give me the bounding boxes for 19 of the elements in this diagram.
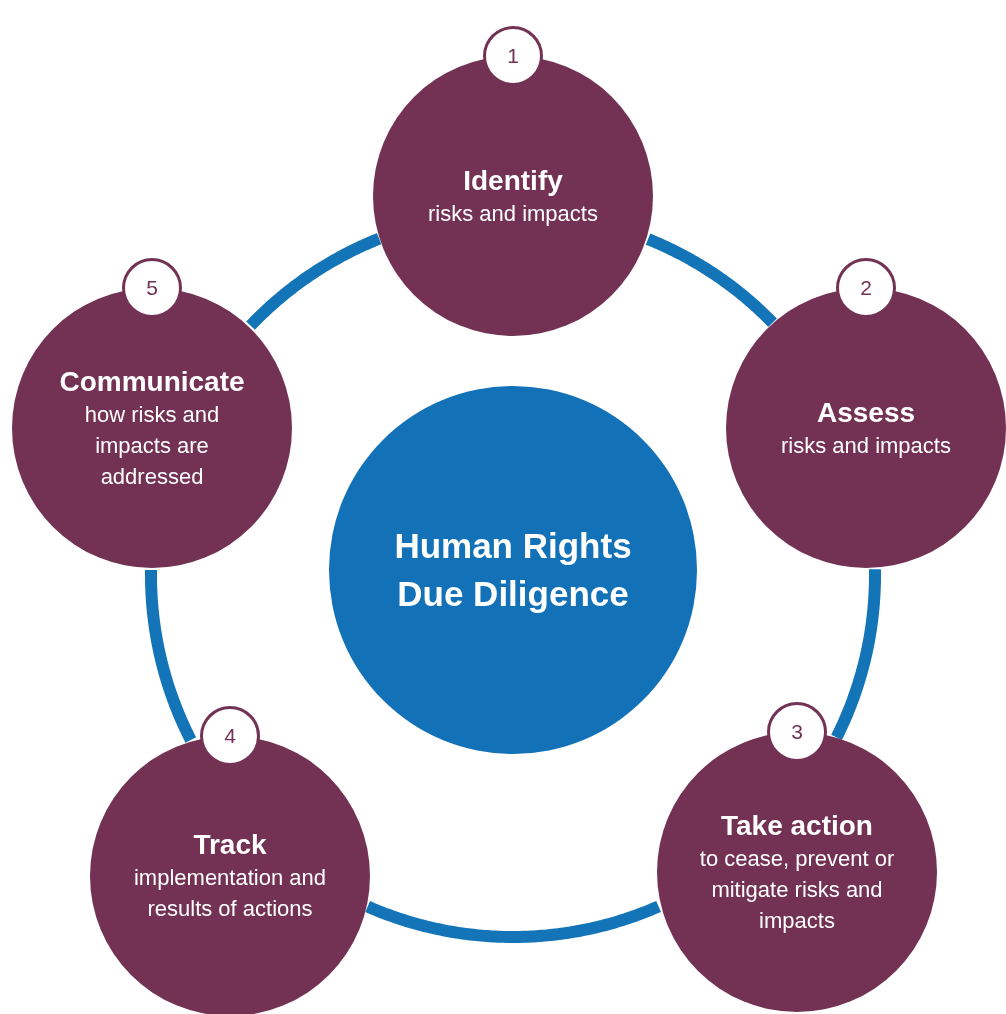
step-number: 3 <box>767 702 827 762</box>
step-title: Assess <box>816 395 916 430</box>
ring-connector <box>364 900 663 943</box>
step-description: risks and impacts <box>780 431 952 460</box>
step-title: Track <box>193 828 267 862</box>
ring-connector <box>246 233 384 331</box>
step-title: Take action <box>721 808 873 843</box>
step-title: Communicate <box>59 364 245 399</box>
step-description: implementation and results of actions <box>133 864 327 923</box>
step-number: 5 <box>122 258 182 318</box>
ring-connector <box>644 233 778 328</box>
step-title: Identify <box>463 163 563 198</box>
hub-title: Human Rights Due Diligence <box>393 525 633 615</box>
step-number: 4 <box>200 706 260 766</box>
step-description: to cease, prevent or mitigate risks and impacts <box>698 844 896 935</box>
step-description: risks and impacts <box>427 199 599 228</box>
step-number: 2 <box>836 258 896 318</box>
step-number: 1 <box>483 26 543 86</box>
step-description: how risks and impacts are addressed <box>83 400 221 491</box>
